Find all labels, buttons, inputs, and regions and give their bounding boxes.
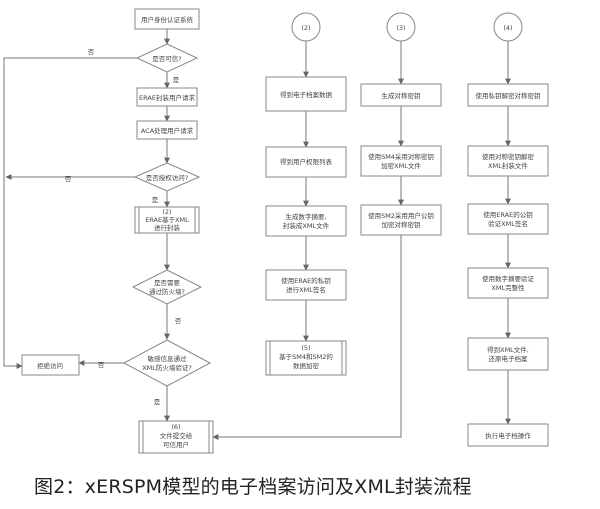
deny-box [21, 354, 80, 376]
col3-step3-line1: 使用SM2采用用户公钥 [368, 211, 434, 220]
edge-no-trusted: 否 [88, 48, 95, 56]
auth-system-label: 用户身份认证系统 [141, 15, 194, 24]
firewall-decision [131, 269, 203, 305]
col2-step1-box [265, 76, 347, 112]
sensitive-line2: XML防火墙验证? [142, 363, 192, 372]
col3-step2-line1: 使用SM4采用对称密钥 [368, 152, 434, 161]
col2-step4-line2: 进行XML签名 [286, 285, 326, 294]
col4-step4-line1: 使用数字摘要验证 [482, 274, 535, 283]
col2-step3-line1: 生成数字摘要, [285, 212, 326, 221]
col2-step5-line1: 基于SM4和SM2的 [279, 352, 333, 361]
deliver-line2: 可信用户 [163, 440, 189, 449]
col2-step1: 得到电子档案数据 [280, 90, 333, 99]
deny-label: 拒绝访问 [37, 361, 63, 370]
col4-step3-line1: 使用ERAE的公钥 [483, 210, 532, 219]
col4-step6: 执行电子档操作 [485, 431, 531, 440]
deliver-box [138, 420, 214, 454]
authorized-label: 是否授权访问? [146, 173, 188, 182]
edge-yes-authorized: 是 [152, 196, 159, 204]
col2-step4-box [265, 269, 347, 301]
col4-marker: (4) [503, 24, 512, 32]
edge-yes-trusted: 是 [173, 76, 180, 84]
col4-step1-box [467, 83, 549, 107]
sensitive-decision [122, 339, 212, 387]
figure-caption: 图2：xERSPM模型的电子档案访问及XML封装流程 [34, 476, 472, 498]
col4-step5-line1: 得到XML文件, [487, 345, 529, 354]
col2-step5-box [265, 340, 347, 376]
step2-marker-label: (2) [162, 208, 171, 216]
edge-yes-sensitive: 是 [154, 398, 161, 406]
col3-step1: 生成对称密钥 [382, 91, 421, 100]
col4-marker-circle [493, 12, 523, 42]
erae-xml-line1: ERAE基于XML [145, 215, 189, 224]
col2-marker-circle [291, 12, 321, 42]
trusted-decision [135, 43, 199, 73]
auth-system-box [134, 8, 200, 30]
erae-wrap-label: ERAE封装用户请求 [139, 93, 195, 102]
step6-marker-label: (6) [171, 423, 180, 431]
col2-step3-box [265, 205, 347, 237]
erae-xml-line2: 进行封装 [154, 223, 181, 232]
edge-no-sensitive: 否 [98, 361, 105, 369]
firewall-line1: 是否需要 [154, 279, 181, 287]
edge-no-firewall: 否 [175, 317, 182, 325]
sensitive-line1: 敏感信息通过 [148, 354, 188, 363]
col4-step6-box [467, 423, 549, 447]
col2-step2-box [265, 146, 347, 178]
col4-step2-line1: 使用对称密钥解密 [482, 152, 535, 161]
col4-step1: 使用私钥解密对称密钥 [476, 91, 541, 100]
aca-process-label: ACA处理用户请求 [141, 126, 194, 135]
col2-step5-marker: (5) [301, 344, 310, 352]
col2-step4-line1: 使用ERAE的私钥 [281, 276, 330, 285]
col3-step3-line2: 加密对称密钥 [382, 220, 421, 229]
col4-step4-box [467, 267, 549, 299]
col4-step3-line2: 验证XML签名 [488, 219, 528, 228]
erae-xml-box [134, 206, 200, 234]
col3-marker: (3) [396, 24, 405, 32]
erae-wrap-box [136, 87, 198, 107]
aca-process-box [136, 120, 198, 140]
col4-step4-line2: XML完整性 [491, 283, 525, 292]
deliver-line1: 文件提交给 [160, 431, 193, 440]
col3-step2-line2: 加密XML文件 [381, 161, 421, 170]
col4-step5-line2: 还原电子档案 [489, 354, 529, 363]
trusted-label: 是否可信? [152, 54, 181, 63]
col3-step3-box [360, 204, 442, 236]
col4-step2-box [467, 145, 549, 177]
col2-step2: 得到用户权限列表 [280, 157, 333, 166]
col2-marker: (2) [301, 24, 310, 32]
col2-step5-line2: 数据加密 [293, 361, 320, 370]
col4-step5-box [467, 337, 549, 371]
col4-step3-box [467, 203, 549, 235]
authorized-decision [133, 162, 201, 192]
edge-no-authorized: 否 [65, 175, 72, 183]
col2-step3-line2: 封装成XML文件 [283, 221, 330, 230]
col4-step2-line2: XML封装文件 [488, 161, 528, 170]
firewall-line2: 通过防火墙? [149, 287, 185, 296]
col3-marker-circle [386, 12, 416, 42]
col3-step1-box [360, 83, 442, 107]
col3-step2-box [360, 145, 442, 177]
